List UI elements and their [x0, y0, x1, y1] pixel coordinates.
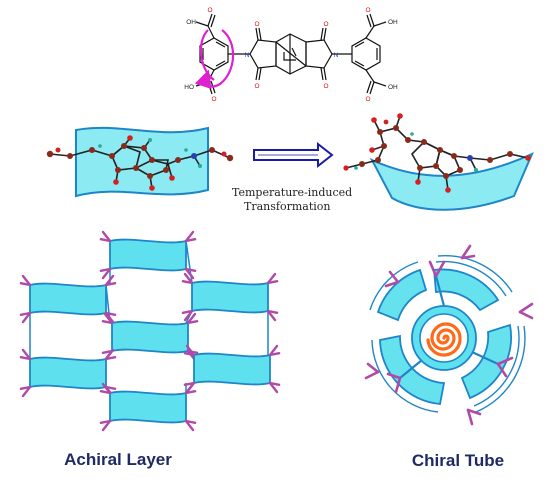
transformation-label-line2: Transformation	[244, 200, 330, 213]
linker-arm	[101, 267, 112, 280]
curved-conformer-model	[343, 113, 534, 211]
linker-arm	[184, 419, 195, 432]
linker-arm	[186, 320, 199, 325]
linker-arm	[104, 311, 117, 316]
linker-arm	[268, 344, 279, 357]
linker-arm	[99, 390, 112, 395]
o-label: O	[323, 83, 328, 90]
linker-arm	[183, 352, 196, 357]
layer-tile	[191, 280, 269, 314]
transformation-label-line1: Temperature-induced	[232, 186, 352, 199]
linker-arm	[185, 344, 196, 357]
linker-arm	[101, 419, 112, 432]
linker-arm	[266, 280, 279, 285]
linker-arm	[104, 274, 115, 287]
linker-arm	[21, 385, 32, 398]
rotation-arrow-icon	[194, 29, 235, 90]
linker-arm	[186, 312, 197, 325]
cooh-label-lower-right: OH	[388, 84, 398, 91]
linker-arm	[99, 237, 112, 243]
linker-arm	[104, 385, 117, 390]
linker-arm	[184, 267, 195, 280]
linker-arm	[266, 309, 277, 322]
linker-arm	[99, 419, 112, 424]
linker-arm	[21, 274, 32, 287]
linker-arm	[21, 311, 32, 324]
achiral-layer-network	[19, 230, 281, 432]
linker-arm	[268, 381, 281, 386]
o-label: O	[254, 21, 259, 28]
right-benzene-ring	[351, 37, 381, 71]
linker-arm	[184, 390, 197, 395]
linker-arm	[104, 356, 117, 361]
layer-tile	[29, 282, 107, 316]
layer-tile	[109, 238, 187, 272]
linker-arm	[268, 381, 279, 394]
linker-arm	[104, 282, 117, 287]
linker-arm	[101, 230, 112, 243]
linker-arm	[19, 356, 32, 361]
cooh-label-upper-left: OH	[186, 19, 196, 26]
linker-arm	[181, 309, 194, 314]
chiral-spiral-icon	[426, 322, 462, 357]
linker-arm	[266, 272, 277, 285]
linker-arm	[103, 312, 114, 325]
linker-arm	[184, 267, 197, 272]
linker-arm	[183, 309, 194, 322]
linker-arm	[101, 382, 112, 395]
o-label: O	[365, 96, 370, 103]
achiral-layer-title: Achiral Layer	[64, 450, 172, 469]
molecule-structure	[195, 13, 387, 95]
linker-arm	[184, 382, 195, 395]
flat-conformer-model	[46, 126, 234, 198]
linker-arm	[181, 280, 194, 285]
linker-arm	[19, 385, 32, 390]
linker-arm	[104, 311, 115, 324]
n-label-left: N	[245, 52, 250, 59]
layer-tile	[111, 320, 189, 354]
linker-arm	[19, 311, 32, 316]
cooh-label-upper-right: OH	[388, 19, 398, 26]
o-label: O	[323, 21, 328, 28]
linker-arm	[99, 267, 112, 272]
linker-arm	[183, 272, 194, 285]
o-label: O	[254, 83, 259, 90]
o-label: O	[207, 7, 212, 14]
linker-arm	[184, 230, 195, 243]
linker-arm	[266, 309, 279, 314]
linker-arm	[184, 237, 197, 243]
linker-arm	[184, 419, 197, 424]
linker-arm	[19, 282, 32, 287]
transformation-arrow-icon	[253, 141, 334, 169]
cooh-label-lower-left: HO	[184, 84, 194, 91]
linker-arm	[101, 320, 114, 325]
linker-arm	[268, 352, 281, 357]
chiral-tube	[364, 244, 534, 426]
o-label: O	[365, 7, 370, 14]
linker-arm	[104, 348, 115, 361]
linker-arm	[21, 348, 32, 361]
layer-tile	[29, 356, 107, 390]
chiral-tube-title: Chiral Tube	[412, 451, 504, 470]
layer-tile	[109, 390, 187, 424]
layer-tile	[193, 352, 271, 386]
n-label-right: N	[334, 52, 339, 59]
o-label: O	[211, 96, 216, 103]
